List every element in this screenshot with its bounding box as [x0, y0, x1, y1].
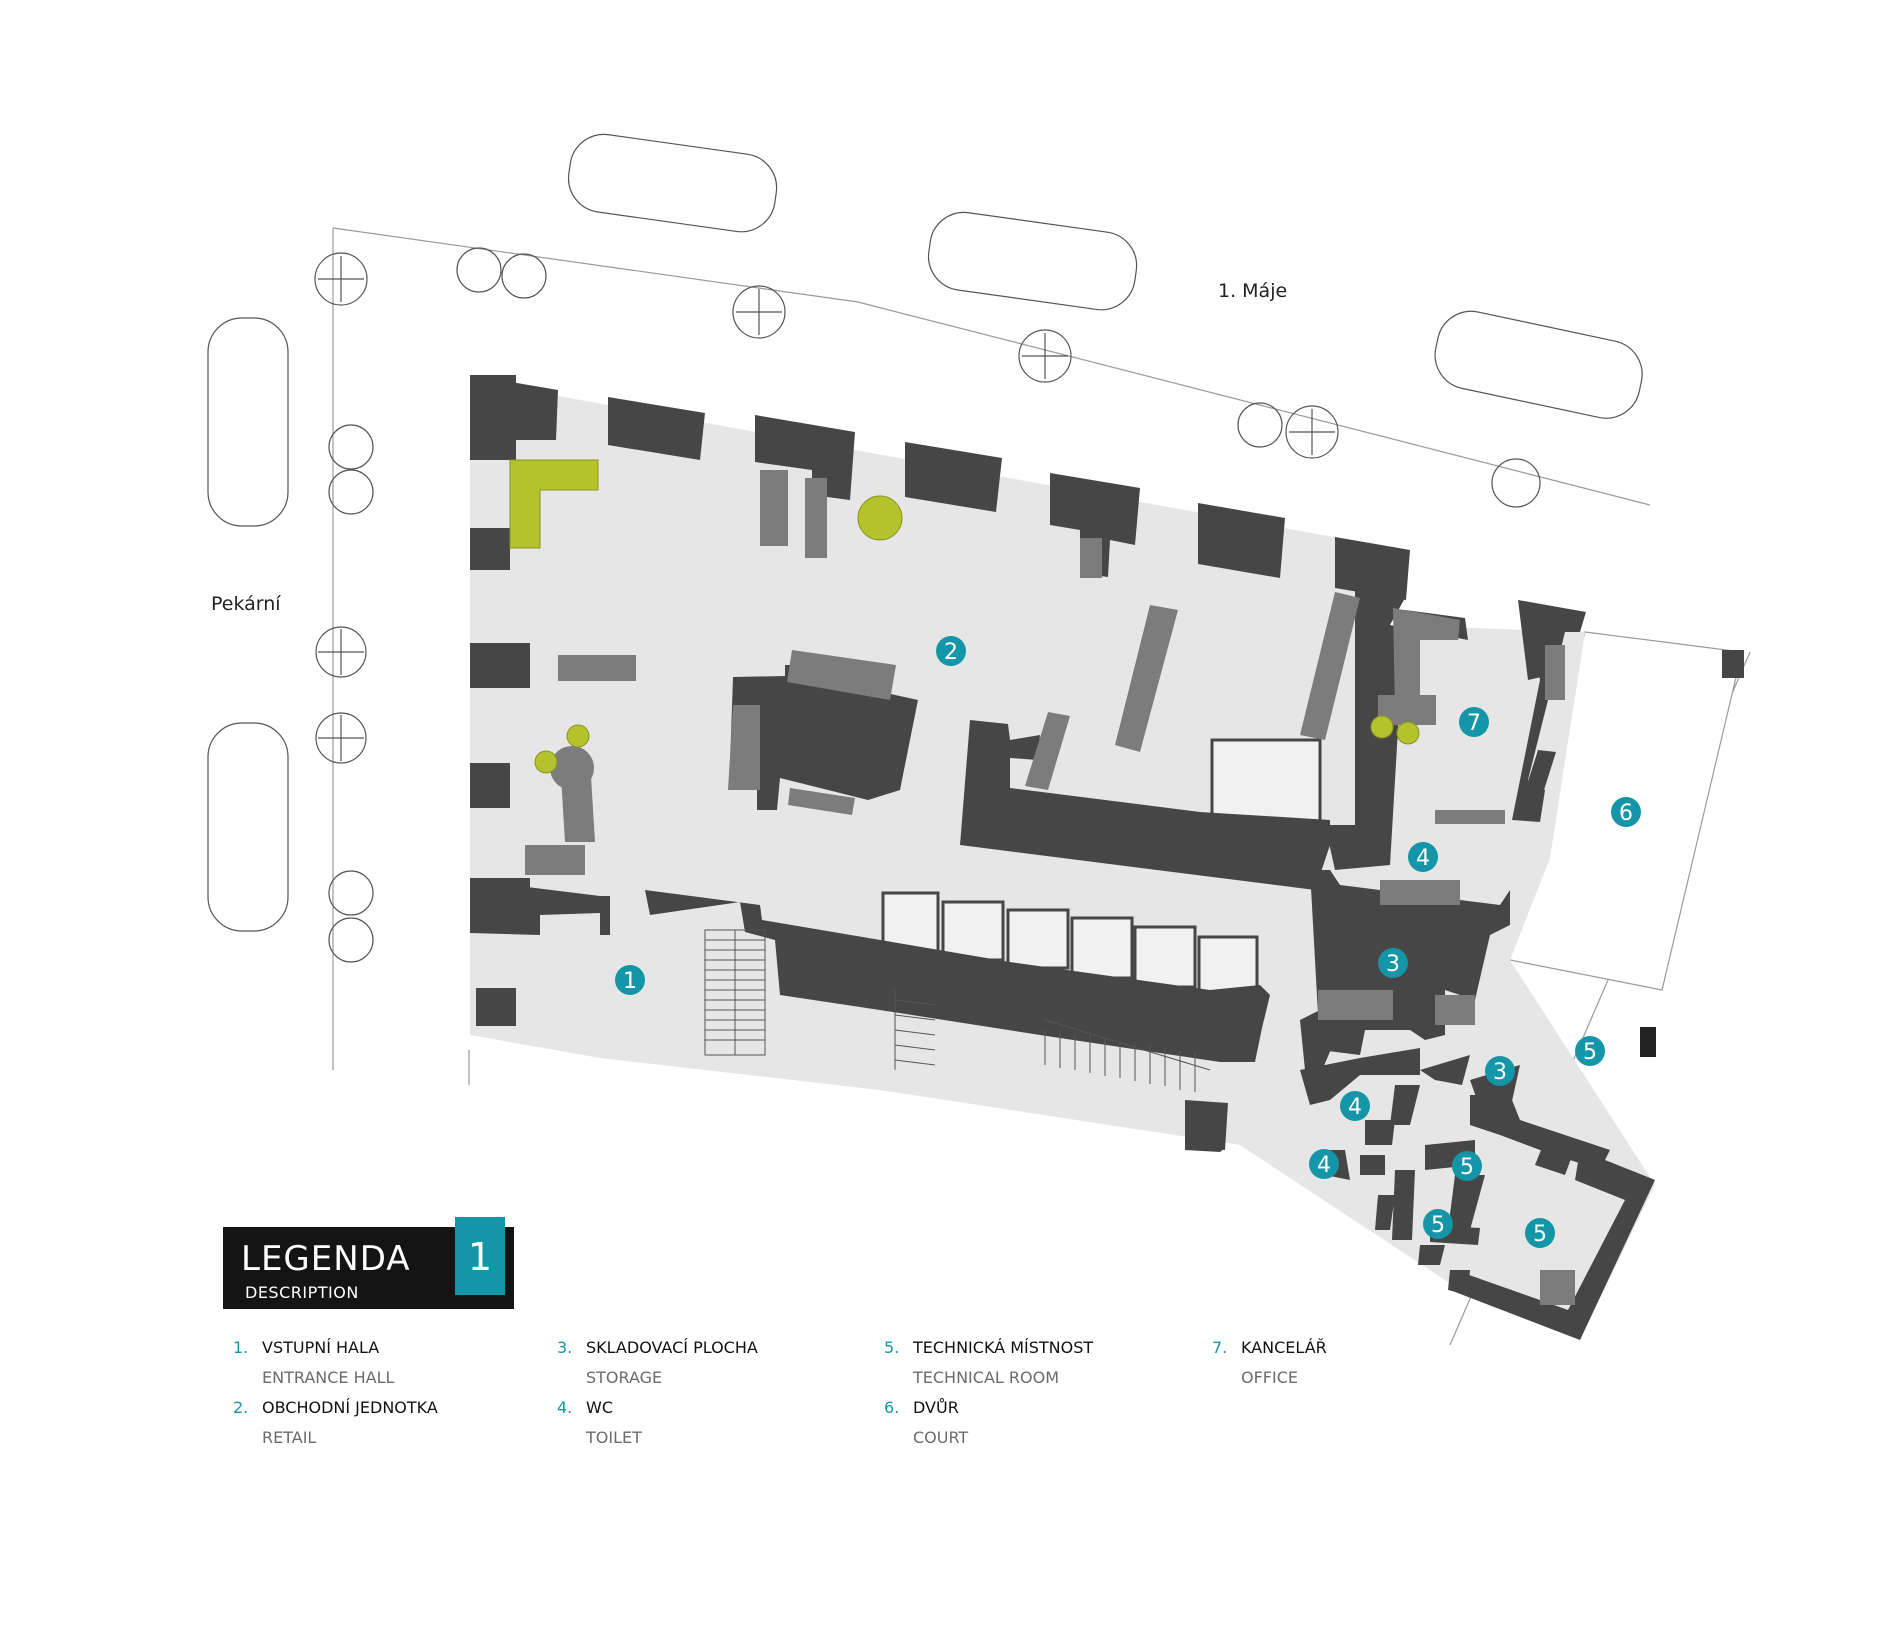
electrical-panel-icon: [1640, 1027, 1656, 1057]
room-badge-label: 5: [1533, 1222, 1547, 1247]
furniture: [525, 470, 1575, 1305]
room-badges: 1 2 3 3 4 4 4 5 5 5 5 6 7: [615, 636, 1641, 1248]
room-badge: 4: [1340, 1091, 1370, 1121]
cars: [207, 133, 1643, 932]
trees: [314, 247, 1541, 963]
legend-header: LEGENDA DESCRIPTION 1: [223, 1217, 514, 1309]
street-label-west: Pekární: [211, 593, 281, 615]
legend-item-czech: TECHNICKÁ MÍSTNOST: [913, 1338, 1094, 1357]
room-badge-label: 3: [1493, 1060, 1507, 1085]
room-badge: 1: [615, 965, 645, 995]
room-badge: 7: [1459, 707, 1489, 737]
room-badge: 4: [1309, 1149, 1339, 1179]
legend-item-czech: OBCHODNÍ JEDNOTKA: [262, 1398, 438, 1417]
street-label-north: 1. Máje: [1218, 280, 1288, 302]
room-badge-label: 4: [1348, 1095, 1362, 1120]
room-badge: 5: [1452, 1151, 1482, 1181]
accent-furniture: [509, 459, 1420, 774]
room-badge-label: 5: [1431, 1213, 1445, 1238]
legend-item-english: STORAGE: [586, 1368, 663, 1387]
room-badge-label: 4: [1416, 846, 1430, 871]
room-badge-label: 4: [1317, 1153, 1331, 1178]
room-badge: 5: [1423, 1209, 1453, 1239]
room-badge-label: 6: [1619, 801, 1633, 826]
legend-item-czech: KANCELÁŘ: [1241, 1338, 1327, 1357]
legend-item-number: 5.: [884, 1338, 900, 1357]
stairs: [704, 929, 1211, 1092]
legend-item-english: TECHNICAL ROOM: [913, 1368, 1059, 1387]
room-badge-label: 2: [944, 640, 958, 665]
legend-floor-number: 1: [455, 1217, 505, 1295]
legend-item-number: 7.: [1212, 1338, 1228, 1357]
legend-item-number: 2.: [233, 1398, 249, 1417]
room-badge-label: 5: [1460, 1155, 1474, 1180]
room-badge-label: 7: [1467, 711, 1481, 736]
legend-item-number: 3.: [557, 1338, 573, 1357]
legend-item-czech: DVŮR: [913, 1398, 959, 1417]
legend-item-czech: WC: [586, 1398, 613, 1417]
room-badge-label: 1: [623, 969, 637, 994]
room-badge-label: 5: [1583, 1040, 1597, 1065]
room-badge: 3: [1378, 948, 1408, 978]
legend-item-english: RETAIL: [262, 1428, 317, 1447]
room-badge: 4: [1408, 842, 1438, 872]
room-badge: 5: [1525, 1218, 1555, 1248]
room-badge: 2: [936, 636, 966, 666]
room-badge: 6: [1611, 797, 1641, 827]
legend-item-english: ENTRANCE HALL: [262, 1368, 395, 1387]
room-badge: 5: [1575, 1036, 1605, 1066]
room-badge-label: 3: [1386, 952, 1400, 977]
legend-item-number: 1.: [233, 1338, 249, 1357]
room-badge: 3: [1485, 1056, 1515, 1086]
legend-item-english: OFFICE: [1241, 1368, 1298, 1387]
legend-item-english: TOILET: [586, 1428, 642, 1447]
legend-item-czech: SKLADOVACÍ PLOCHA: [586, 1338, 758, 1357]
walls: [470, 375, 1744, 1340]
legend-item-english: COURT: [913, 1428, 969, 1447]
legend-item-number: 4.: [557, 1398, 573, 1417]
legend-item-number: 6.: [884, 1398, 900, 1417]
legend-item-czech: VSTUPNÍ HALA: [262, 1338, 380, 1357]
legend-subtitle: DESCRIPTION: [245, 1283, 359, 1302]
legend-title: LEGENDA: [241, 1239, 411, 1279]
